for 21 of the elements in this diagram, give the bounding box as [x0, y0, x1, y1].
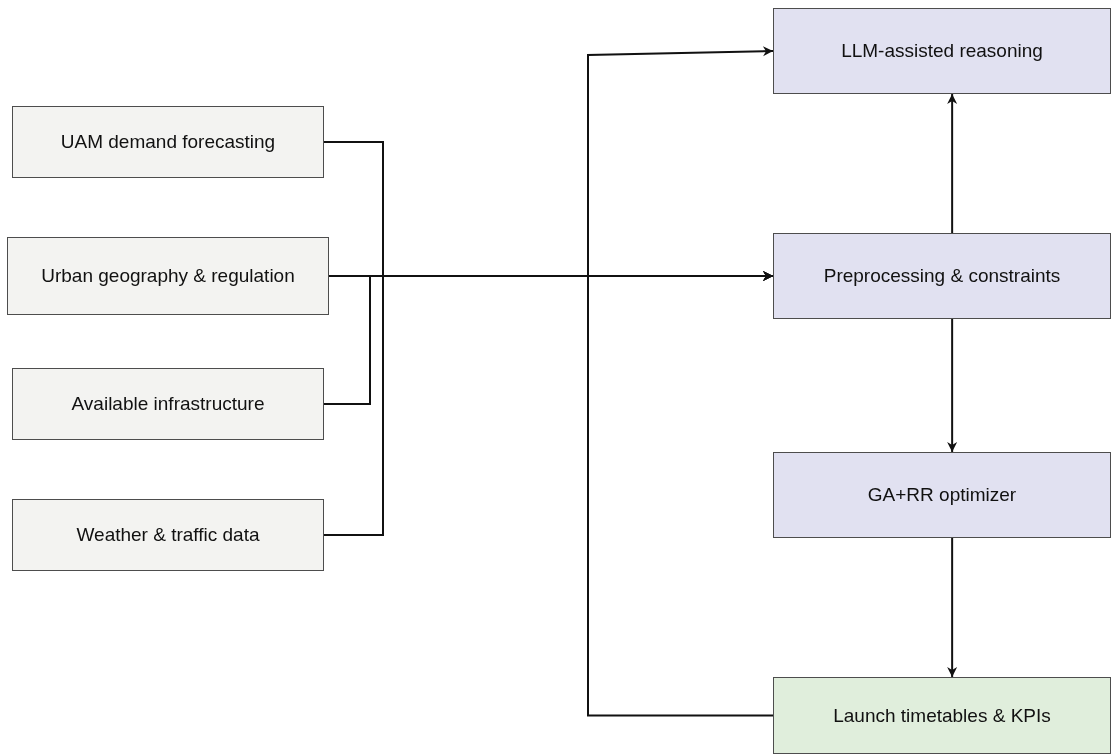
process-box	[7, 237, 329, 315]
arrow	[947, 318, 958, 453]
box-label: Urban geography & regulation	[41, 265, 295, 287]
box-label: UAM demand forecasting	[60, 131, 276, 153]
process-box	[12, 499, 324, 571]
arrow	[587, 46, 774, 717]
box-label: LLM-assisted reasoning	[841, 40, 1043, 62]
process-box	[773, 233, 1111, 319]
box-label: Preprocessing & constraints	[823, 265, 1061, 287]
arrow	[323, 271, 774, 536]
box-label: Weather & traffic data	[76, 524, 260, 546]
process-box	[773, 8, 1111, 94]
arrow	[947, 537, 958, 678]
arrow	[947, 93, 958, 234]
process-box	[12, 368, 324, 440]
box-label: GA+RR optimizer	[867, 484, 1017, 506]
box-label: Available infrastructure	[71, 393, 265, 415]
process-box	[773, 677, 1111, 754]
process-box	[12, 106, 324, 178]
box-label: Launch timetables & KPIs	[833, 704, 1051, 727]
process-box	[773, 452, 1111, 538]
